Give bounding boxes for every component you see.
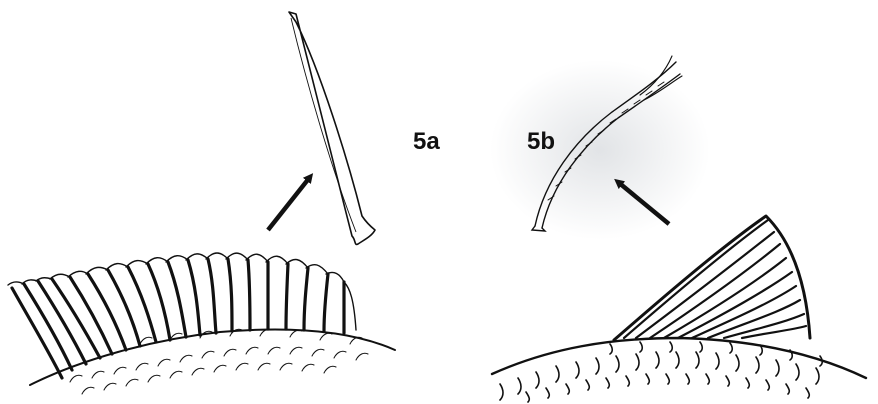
figure-label-5b: 5b <box>527 130 555 154</box>
isolated-spine <box>289 12 375 244</box>
arrow-to-spine <box>268 177 310 230</box>
figure-label-5a: 5a <box>413 130 440 154</box>
spiny-dorsal-fin <box>8 253 395 394</box>
soft-dorsal-fin <box>492 216 866 402</box>
soft-ray-shading <box>490 60 710 240</box>
